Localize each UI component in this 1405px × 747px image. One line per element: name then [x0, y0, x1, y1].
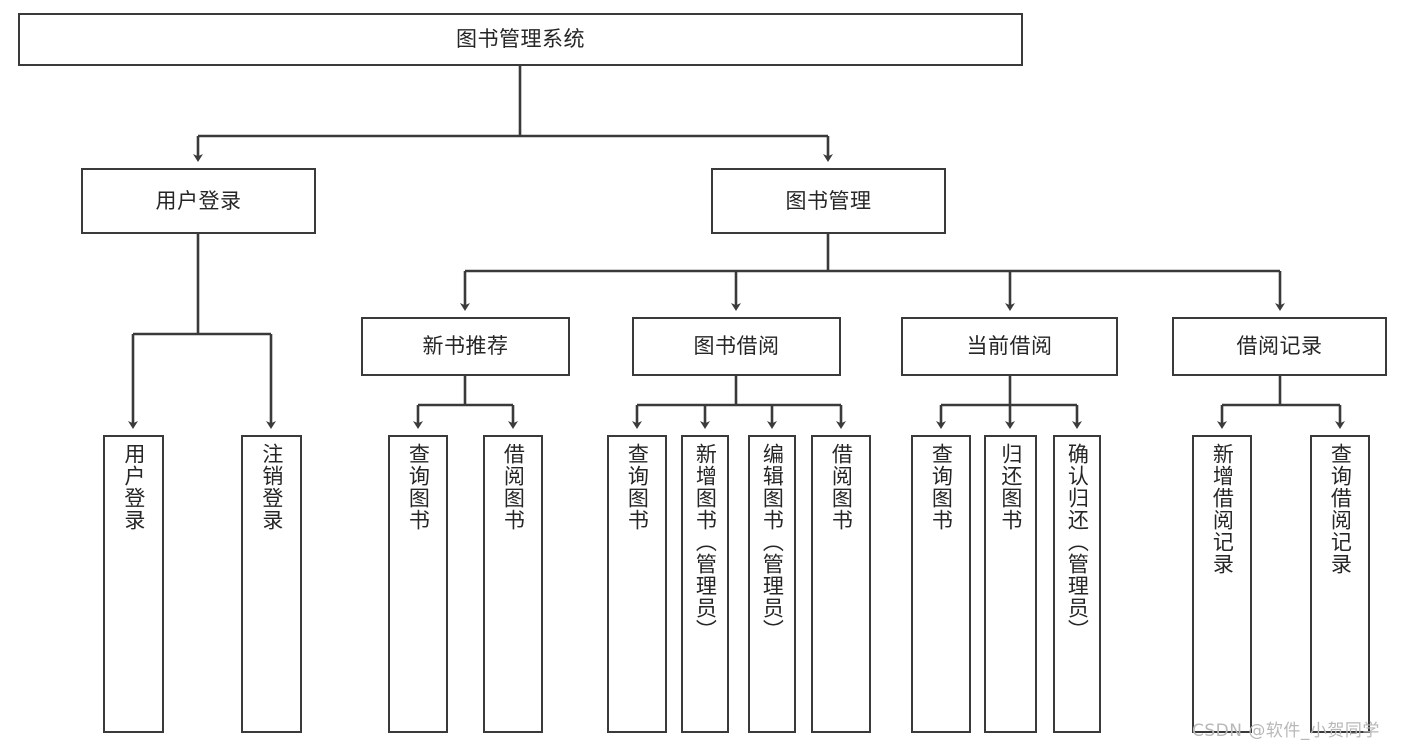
csdn-watermark: CSDN @软件_小贺同学: [1192, 721, 1380, 741]
node-book-management[interactable]: 图书管理: [711, 168, 946, 234]
node-label: 查询图书: [406, 443, 431, 531]
node-label: 当前借阅: [966, 334, 1053, 359]
node-label: 查询借阅记录: [1328, 443, 1353, 575]
node-label: 用户登录: [155, 188, 242, 213]
node-book-borrow[interactable]: 图书借阅: [632, 317, 841, 376]
node-label: 图书管理: [785, 188, 872, 213]
leaf-borrow-book-newbook[interactable]: 借阅图书: [483, 435, 543, 733]
node-label: 新增借阅记录: [1210, 443, 1235, 575]
node-label: 借阅图书: [829, 443, 854, 531]
leaf-query-book-borrow[interactable]: 查询图书: [607, 435, 667, 733]
leaf-query-book-newbook[interactable]: 查询图书: [388, 435, 448, 733]
leaf-edit-book-admin[interactable]: 编辑图书（管理员）: [748, 435, 796, 733]
leaf-borrow-book[interactable]: 借阅图书: [811, 435, 871, 733]
node-label: 借阅记录: [1236, 334, 1323, 359]
node-label: 新书推荐: [422, 334, 509, 359]
node-borrow-record[interactable]: 借阅记录: [1172, 317, 1387, 376]
leaf-query-book-current[interactable]: 查询图书: [911, 435, 971, 733]
leaf-query-borrow-record[interactable]: 查询借阅记录: [1310, 435, 1370, 733]
leaf-add-borrow-record[interactable]: 新增借阅记录: [1192, 435, 1252, 733]
leaf-add-book-admin[interactable]: 新增图书（管理员）: [681, 435, 729, 733]
node-label: 图书借阅: [693, 334, 780, 359]
leaf-user-login[interactable]: 用户登录: [103, 435, 164, 733]
leaf-confirm-return-admin[interactable]: 确认归还（管理员）: [1053, 435, 1101, 733]
node-label: 注销登录: [259, 443, 284, 531]
node-root-book-management-system[interactable]: 图书管理系统: [18, 13, 1023, 66]
node-label: 借阅图书: [501, 443, 526, 531]
node-label: 图书管理系统: [456, 27, 585, 52]
node-new-book-recommend[interactable]: 新书推荐: [361, 317, 570, 376]
node-user-login[interactable]: 用户登录: [81, 168, 316, 234]
node-label: 查询图书: [625, 443, 650, 531]
node-label: 用户登录: [121, 443, 146, 531]
leaf-return-book[interactable]: 归还图书: [984, 435, 1037, 733]
node-current-borrow[interactable]: 当前借阅: [901, 317, 1118, 376]
node-label: 归还图书: [998, 443, 1023, 531]
node-label: 新增图书（管理员）: [693, 443, 718, 641]
node-label: 编辑图书（管理员）: [760, 443, 785, 641]
node-label: 确认归还（管理员）: [1065, 443, 1090, 641]
node-label: 查询图书: [929, 443, 954, 531]
leaf-logout-login[interactable]: 注销登录: [241, 435, 302, 733]
